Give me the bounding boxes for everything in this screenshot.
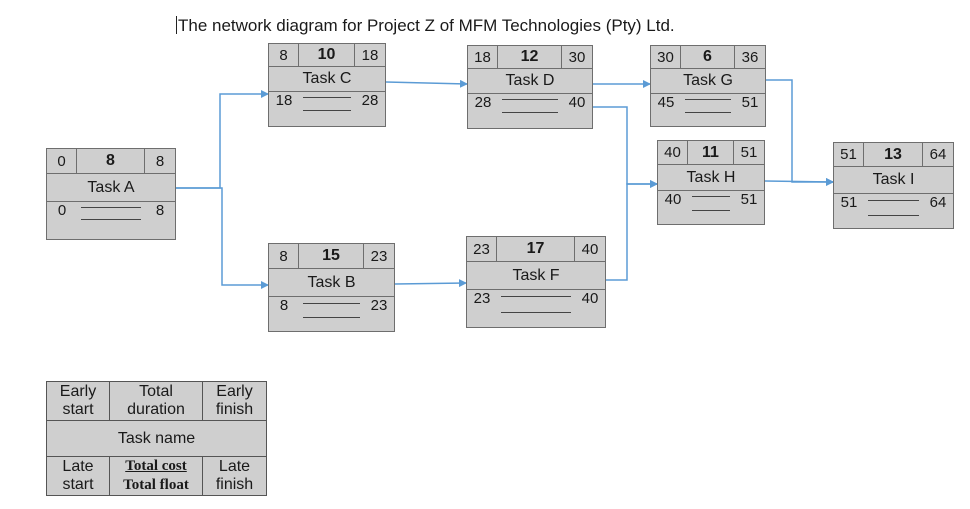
early-finish: 23 [370, 247, 388, 265]
diagram-title: The network diagram for Project Z of MFM… [176, 15, 675, 37]
late-finish: 28 [361, 92, 379, 109]
early-finish: 64 [929, 146, 947, 163]
early-start: 40 [658, 141, 688, 164]
late-start: 40 [664, 191, 682, 208]
late-start: 23 [473, 290, 491, 307]
text-cursor [176, 16, 177, 34]
duration: 12 [498, 46, 562, 68]
early-finish: 30 [568, 48, 586, 66]
late-finish: 8 [155, 202, 165, 219]
early-finish: 40 [581, 240, 599, 258]
early-finish: 51 [740, 144, 758, 161]
early-finish: 18 [361, 46, 379, 64]
duration: 11 [688, 141, 734, 164]
duration: 15 [299, 244, 364, 268]
early-finish: 36 [741, 48, 759, 66]
task-name: Task F [467, 262, 605, 290]
duration: 6 [681, 46, 735, 68]
duration: 13 [864, 143, 923, 166]
early-start: 30 [651, 46, 681, 68]
legend-task-name: Task name [47, 421, 266, 457]
late-finish: 40 [581, 290, 599, 307]
legend-key: Early start Total duration Early finish … [46, 381, 267, 496]
late-start: 0 [57, 202, 67, 219]
arrow-c-to-d [385, 79, 468, 88]
late-finish: 23 [370, 297, 388, 314]
task-name: Task D [468, 69, 592, 94]
late-finish: 64 [929, 194, 947, 211]
arrow-a-to-c [176, 90, 269, 189]
arrow-h-to-i [764, 177, 834, 186]
early-start: 0 [47, 149, 77, 173]
early-start: 8 [269, 44, 299, 66]
task-name: Task I [834, 167, 953, 194]
early-start: 23 [467, 237, 497, 261]
late-start: 18 [275, 92, 293, 109]
legend-total-duration: Total duration [110, 382, 203, 421]
legend-late-finish: Late finish [215, 458, 254, 493]
early-start: 18 [468, 46, 498, 68]
legend-total-cost: Total cost [125, 458, 187, 474]
task-name: Task G [651, 69, 765, 94]
duration: 17 [497, 237, 575, 261]
arrow-g-to-i [766, 79, 834, 186]
duration: 10 [299, 44, 355, 66]
duration: 8 [77, 149, 145, 173]
legend-cost-float: Total cost Total float [110, 457, 203, 495]
arrow-b-to-f [394, 279, 467, 288]
legend-late-start: Late start [47, 457, 110, 495]
late-finish: 40 [568, 94, 586, 111]
task-name: Task H [658, 165, 764, 191]
late-start: 45 [657, 94, 675, 111]
late-finish: 51 [741, 94, 759, 111]
early-start: 8 [269, 244, 299, 268]
arrow-a-to-b [176, 187, 269, 289]
early-finish: 8 [155, 152, 165, 170]
task-name: Task C [269, 67, 385, 92]
early-start: 51 [834, 143, 864, 166]
task-name: Task A [47, 174, 175, 202]
task-name: Task B [269, 269, 394, 297]
diagram-title-text: The network diagram for Project Z of MFM… [178, 16, 675, 35]
arrow-d-to-h [593, 106, 658, 188]
legend-total-float: Total float [123, 477, 189, 493]
legend-early-start: Early start [47, 382, 110, 421]
late-start: 8 [279, 297, 289, 314]
late-finish: 51 [740, 191, 758, 208]
late-start: 51 [840, 194, 858, 211]
legend-early-finish: Early finish [215, 383, 254, 419]
arrow-f-to-h [606, 180, 658, 281]
late-start: 28 [474, 94, 492, 111]
